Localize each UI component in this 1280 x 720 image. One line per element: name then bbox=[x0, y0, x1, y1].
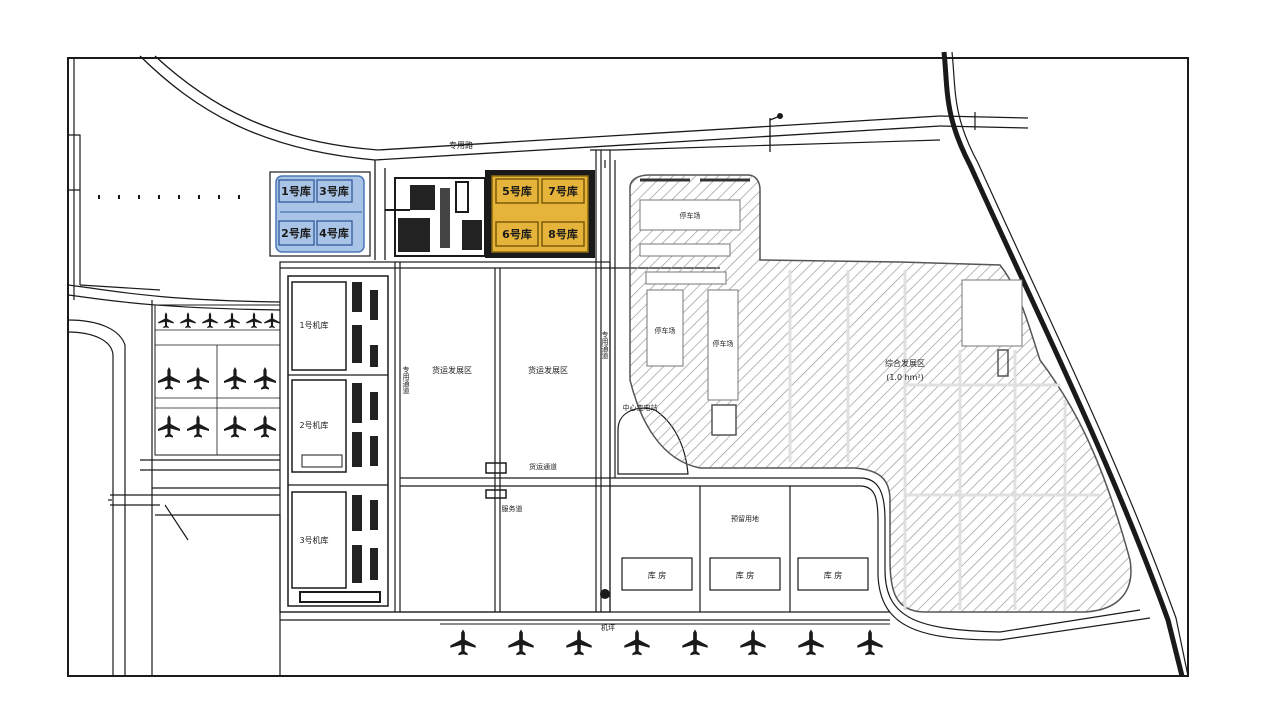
west-roads bbox=[67, 284, 281, 676]
hangar-3-label: 3号机库 bbox=[299, 535, 328, 545]
airplane-icon bbox=[224, 415, 246, 438]
service-road-label: 服务道 bbox=[502, 504, 523, 513]
warehouse-8-label: 8号库 bbox=[548, 227, 578, 241]
airplane-icon bbox=[682, 629, 708, 656]
south-apron bbox=[440, 623, 890, 656]
vertical-road-2-label: 专用通道 bbox=[601, 330, 609, 360]
cargo-gate-2 bbox=[485, 489, 507, 499]
hatched-development-zone bbox=[629, 174, 1132, 613]
blue-warehouse-group: 1号库 3号库 2号库 4号库 bbox=[269, 171, 371, 257]
airplane-icon bbox=[740, 629, 766, 656]
internal-road-grid bbox=[279, 139, 1151, 641]
road-node bbox=[777, 113, 783, 119]
drawing-frame bbox=[67, 57, 1189, 677]
parking-label-c: 停车场 bbox=[713, 339, 734, 348]
cargo-road-label: 货运通道 bbox=[529, 462, 557, 471]
parking-label-b: 停车场 bbox=[655, 326, 676, 335]
airplane-icon bbox=[202, 312, 218, 329]
dark-facility bbox=[385, 177, 486, 257]
reserve-label: 预留用地 bbox=[731, 514, 759, 523]
south-blocks bbox=[621, 486, 869, 612]
airplane-icon bbox=[158, 312, 174, 329]
warehouse-4-label: 4号库 bbox=[319, 226, 349, 240]
airplane-icon bbox=[264, 312, 280, 329]
west-apron bbox=[154, 304, 281, 456]
apron-label: 机坪 bbox=[601, 623, 615, 632]
airplane-icon bbox=[508, 629, 534, 656]
airplane-icon bbox=[224, 367, 246, 390]
parking-capacity-label: (1.0 hm²) bbox=[886, 373, 924, 382]
airplane-icon bbox=[857, 629, 883, 656]
airplane-icon bbox=[798, 629, 824, 656]
parking-label-a: 停车场 bbox=[680, 211, 701, 220]
warehouse-6-label: 6号库 bbox=[502, 227, 532, 241]
hangar-area bbox=[287, 275, 389, 607]
hangar-1-label: 1号机库 bbox=[299, 320, 328, 330]
airplane-icon bbox=[624, 629, 650, 656]
airplane-icon bbox=[158, 415, 180, 438]
airplane-icon bbox=[180, 312, 196, 329]
node bbox=[600, 589, 610, 599]
airplane-icon bbox=[246, 312, 262, 329]
warehouse-2-label: 2号库 bbox=[281, 226, 311, 240]
airplane-icon bbox=[566, 629, 592, 656]
dotted-fence bbox=[98, 195, 240, 199]
west-fence bbox=[68, 58, 161, 300]
airplane-icon bbox=[187, 367, 209, 390]
airplane-icon bbox=[254, 415, 276, 438]
cargo-gate bbox=[485, 462, 507, 474]
warehouse-7-label: 7号库 bbox=[548, 184, 578, 198]
airplane-icon bbox=[254, 367, 276, 390]
warehouse-3-label: 3号库 bbox=[319, 184, 349, 198]
airplane-icon bbox=[158, 367, 180, 390]
garage-2-label: 库 房 bbox=[736, 570, 755, 580]
garage-3-label: 库 房 bbox=[824, 570, 843, 580]
airplane-icon bbox=[187, 415, 209, 438]
east-highway bbox=[941, 51, 1189, 677]
field-right-label: 货运发展区 bbox=[528, 365, 568, 375]
airplane-icon bbox=[450, 629, 476, 656]
hangar-2-label: 2号机库 bbox=[299, 420, 328, 430]
warehouse-1-label: 1号库 bbox=[281, 184, 311, 198]
garage-1-label: 库 房 bbox=[648, 570, 667, 580]
central-station-label: 中心变电站 bbox=[623, 403, 658, 412]
north-road-label: 专用路 bbox=[449, 140, 473, 150]
field-left-label: 货运发展区 bbox=[432, 365, 472, 375]
vertical-road-1-label: 专用通道 bbox=[402, 365, 410, 395]
yellow-warehouse-group: 5号库 7号库 6号库 8号库 bbox=[485, 170, 595, 258]
warehouse-5-label: 5号库 bbox=[502, 184, 532, 198]
airplane-icon bbox=[224, 312, 240, 329]
dev-area-label: 综合发展区 bbox=[885, 358, 925, 368]
